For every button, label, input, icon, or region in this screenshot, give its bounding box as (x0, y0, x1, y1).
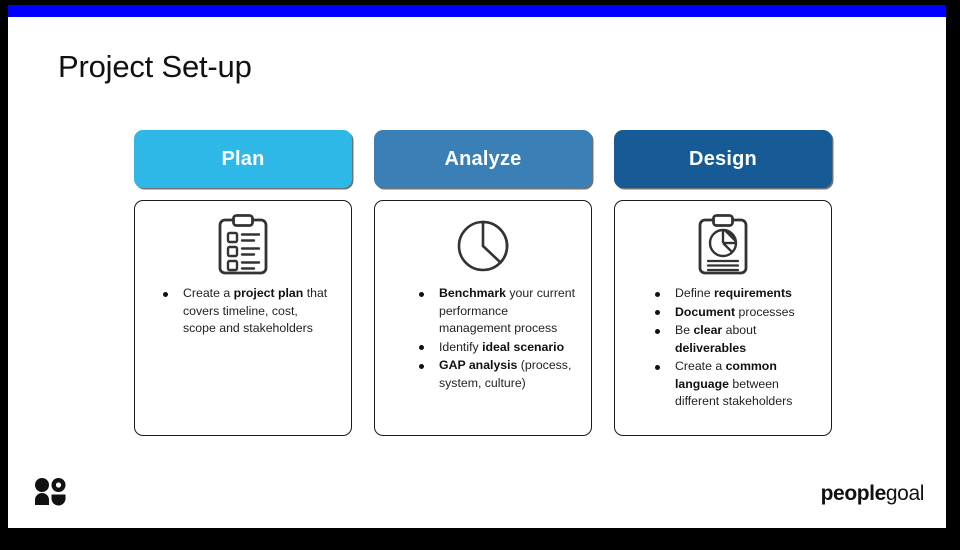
column-header-plan[interactable]: Plan (134, 130, 352, 188)
column-body-plan: Create a project plan that covers timeli… (134, 200, 352, 436)
column-design: Design (614, 130, 832, 436)
column-plan: Plan (134, 130, 352, 436)
bullet-item: Identify ideal scenario (417, 339, 579, 357)
column-header-analyze[interactable]: Analyze (374, 130, 592, 188)
bullet-item: Create a project plan that covers timeli… (161, 285, 333, 338)
bullet-list-plan: Create a project plan that covers timeli… (135, 285, 351, 339)
column-header-label-analyze: Analyze (444, 147, 522, 170)
column-analyze: Analyze Benchmark your current performan… (374, 130, 592, 436)
bullet-item: Benchmark your current performance manag… (417, 285, 579, 338)
columns-container: Plan (134, 130, 834, 436)
footer-brand: peoplegoal (820, 482, 925, 506)
column-body-analyze: Benchmark your current performance manag… (374, 200, 592, 436)
clipboard-checklist-icon (215, 211, 271, 279)
footer-brand-light: goal (885, 482, 925, 505)
footer-brand-bold: people (820, 482, 887, 505)
bullet-item: Create a common language between differe… (653, 358, 823, 411)
bullet-item: Be clear about deliverables (653, 322, 823, 357)
page-title: Project Set-up (58, 49, 252, 84)
slide-canvas: Project Set-up Plan (8, 5, 946, 528)
clipboard-report-icon (695, 211, 751, 279)
bullet-list-analyze: Benchmark your current performance manag… (375, 285, 591, 393)
column-header-design[interactable]: Design (614, 130, 832, 188)
column-header-label-design: Design (689, 147, 757, 170)
bullet-item: Define requirements (653, 285, 823, 303)
top-accent-bar (8, 5, 946, 17)
bullet-item: Document processes (653, 304, 823, 322)
column-header-label-plan: Plan (221, 147, 265, 170)
bullet-item: GAP analysis (process, system, culture) (417, 357, 579, 392)
pie-chart-icon (453, 211, 513, 279)
two-people-logo-icon (33, 478, 67, 506)
